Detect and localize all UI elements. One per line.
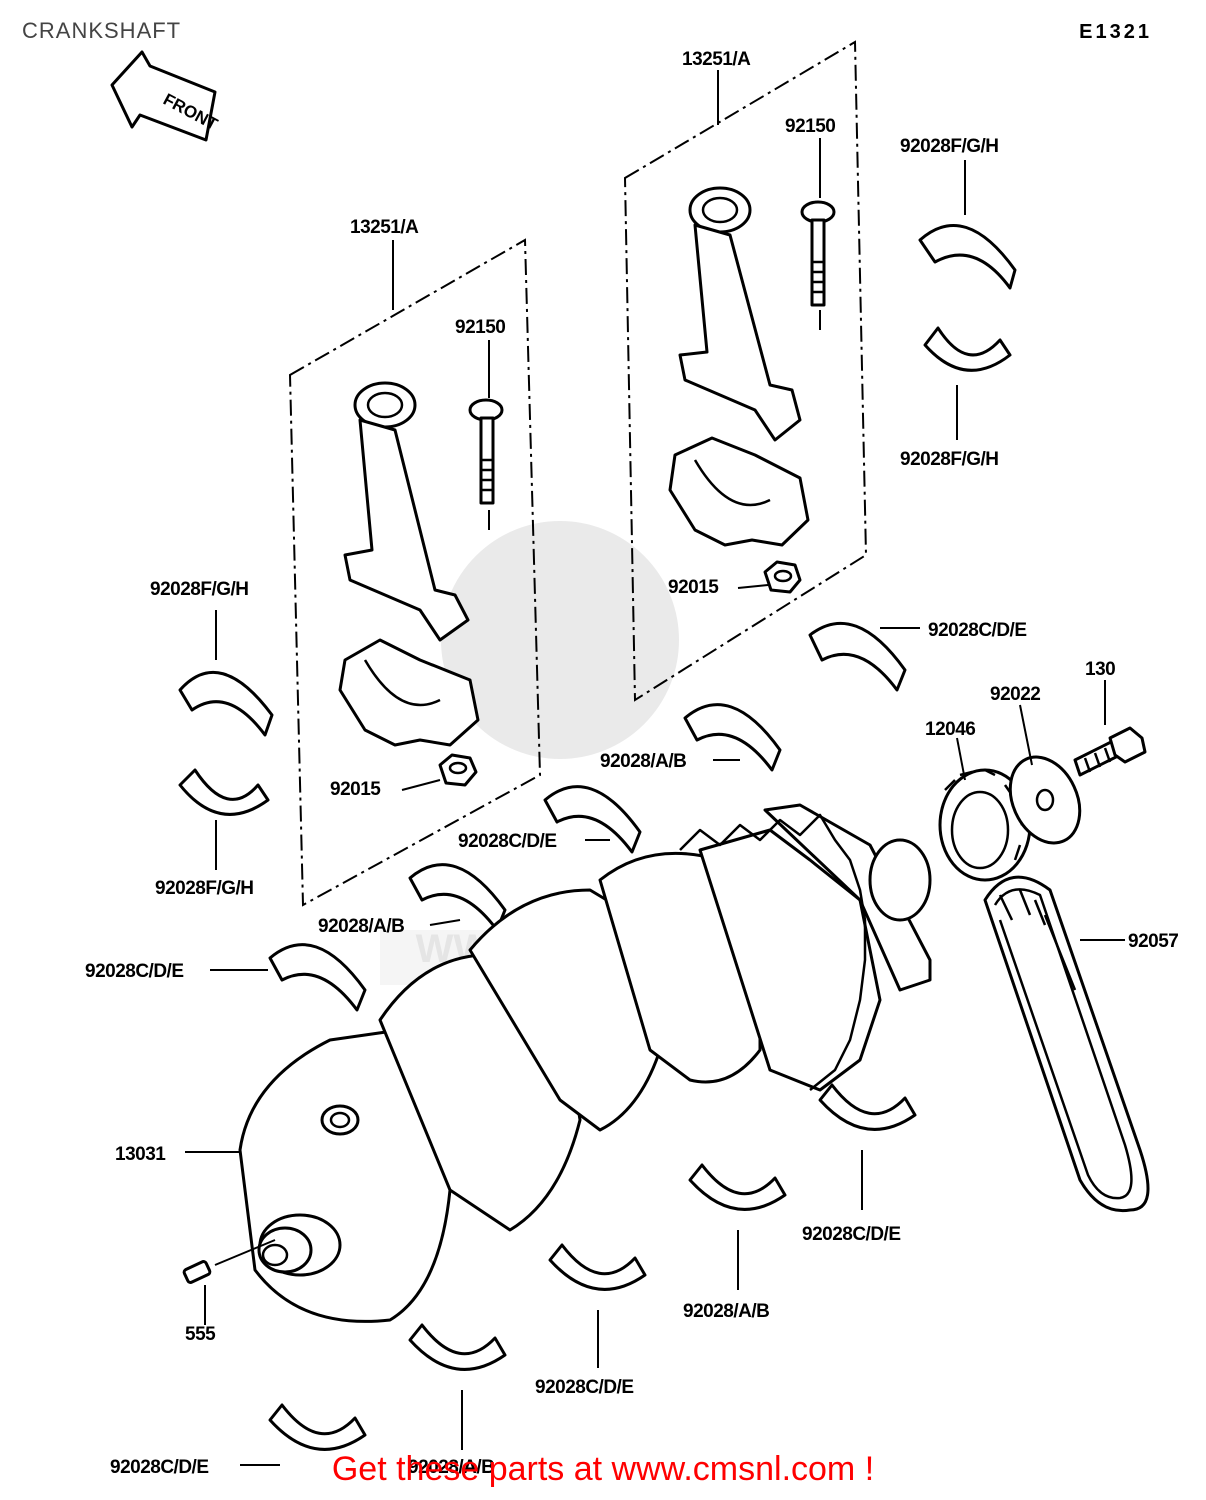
label-nut-right: 92015 xyxy=(668,577,719,598)
bearing-shell-icon xyxy=(408,863,507,932)
part-labels: 13251/A 13251/A 92150 92150 92028F/G/H 9… xyxy=(85,49,1179,1478)
label-bolt-left: 92150 xyxy=(455,317,505,338)
bearing-shell-icon xyxy=(688,1163,787,1211)
label-pin: 555 xyxy=(185,1324,216,1345)
label-bearing-ab-4: 92028/A/B xyxy=(408,1457,494,1478)
label-conrod-right: 13251/A xyxy=(682,49,751,70)
label-chain: 92057 xyxy=(1128,931,1178,952)
bearing-shell-icon xyxy=(548,1243,647,1291)
bearing-shell-icon xyxy=(918,224,1017,290)
label-bearing-ab-1: 92028/A/B xyxy=(600,751,686,772)
diagram-code: E1321 xyxy=(1079,21,1152,43)
label-crankshaft: 13031 xyxy=(115,1144,166,1165)
bearing-shell-icon xyxy=(268,1403,367,1451)
label-bolt-right: 92150 xyxy=(785,116,835,137)
label-conrod-left: 13251/A xyxy=(350,217,419,238)
bolt-right-icon xyxy=(800,200,836,307)
label-bearing-cde-2: 92028C/D/E xyxy=(458,831,557,852)
bearing-shell-icon xyxy=(408,1323,507,1371)
front-arrow-icon: FRONT xyxy=(110,50,221,142)
nut-left-icon xyxy=(438,753,478,787)
conrod-right xyxy=(668,186,810,547)
label-bearing-fgh-2: 92028F/G/H xyxy=(900,449,999,470)
pin-icon xyxy=(182,1260,212,1284)
bearing-shell-icon xyxy=(808,621,907,692)
label-bolt-130: 130 xyxy=(1085,659,1115,680)
crankshaft xyxy=(238,803,932,1323)
bolt-130-icon xyxy=(1073,726,1147,777)
bearing-shell-icon xyxy=(683,703,782,772)
label-bearing-cde-1: 92028C/D/E xyxy=(928,620,1027,641)
bearing-shells xyxy=(178,224,1017,1451)
label-bearing-cde-5: 92028C/D/E xyxy=(535,1377,634,1398)
label-bearing-fgh-1: 92028F/G/H xyxy=(900,136,999,157)
label-bearing-fgh-3: 92028F/G/H xyxy=(150,579,249,600)
bearing-shell-icon xyxy=(543,785,642,854)
label-washer: 92022 xyxy=(990,684,1040,705)
bearing-shell-icon xyxy=(923,326,1012,372)
label-bearing-cde-3: 92028C/D/E xyxy=(85,961,184,982)
label-bearing-ab-3: 92028/A/B xyxy=(683,1301,769,1322)
label-nut-left: 92015 xyxy=(330,779,381,800)
label-bearing-fgh-4: 92028F/G/H xyxy=(155,878,254,899)
bearing-shell-icon xyxy=(178,670,274,737)
washer-icon xyxy=(1008,755,1082,845)
bearing-shell-icon xyxy=(818,1083,917,1131)
label-bearing-cde-4: 92028C/D/E xyxy=(802,1224,901,1245)
bearing-shell-icon xyxy=(268,943,367,1012)
conrod-left-box xyxy=(288,238,542,907)
chain-icon xyxy=(983,875,1150,1213)
nut-right-icon xyxy=(763,560,802,594)
label-bearing-ab-2: 92028/A/B xyxy=(318,916,404,937)
bearing-shell-icon xyxy=(178,768,270,816)
bolt-left-icon xyxy=(468,398,504,505)
conrod-right-box xyxy=(623,40,868,702)
label-gear: 12046 xyxy=(925,719,975,740)
label-bearing-cde-6: 92028C/D/E xyxy=(110,1457,209,1478)
leader-lines xyxy=(185,70,1125,1466)
promo-link[interactable]: Get these parts at www.cmsnl.com ! xyxy=(331,1450,875,1488)
diagram-title: CRANKSHAFT xyxy=(22,18,181,43)
conrod-left xyxy=(338,381,480,747)
